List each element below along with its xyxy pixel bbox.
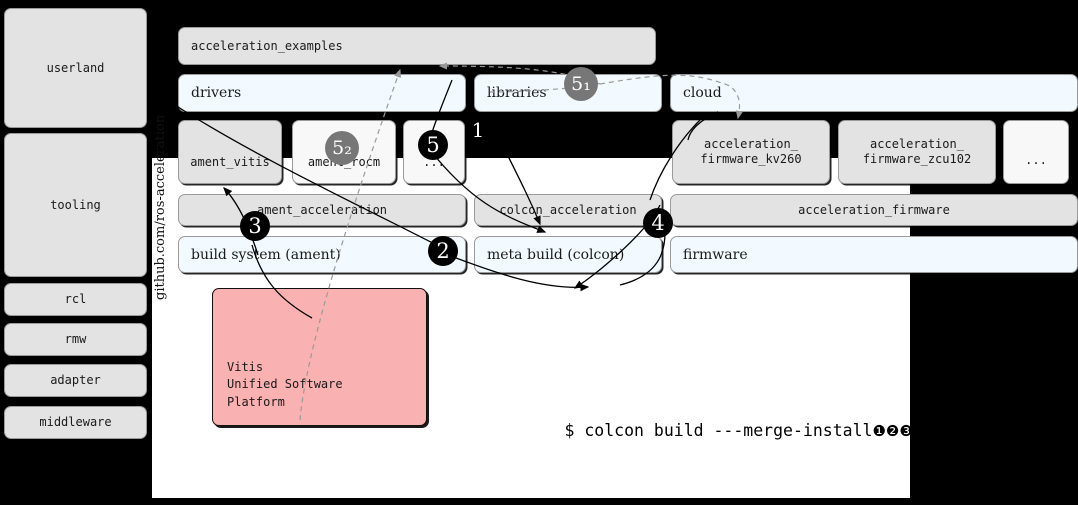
box-label: acceleration_ firmware_zcu102 — [862, 137, 972, 166]
marker-5-1: 5₁ — [564, 67, 598, 101]
box-colcon-acceleration[interactable]: colcon_acceleration — [474, 194, 662, 226]
box-acceleration-firmware[interactable]: acceleration_firmware — [670, 194, 1078, 226]
box-firmware-ellipsis[interactable]: ... — [1003, 120, 1069, 184]
watermark-url: github.com/ros-acceleration — [153, 114, 168, 300]
marker-label: 5₂ — [332, 136, 352, 159]
inline-markers-line1: ❶❷❸❹ — [872, 422, 910, 441]
box-label: colcon_acceleration — [499, 202, 637, 217]
box-build-system-ament[interactable]: build system (ament) — [178, 236, 466, 273]
box-label: firmware — [683, 246, 748, 263]
box-label: acceleration_firmware — [798, 202, 950, 217]
marker-label: 3 — [248, 213, 262, 238]
marker-5-2: 5₂ — [325, 131, 359, 165]
marker-label: 4 — [651, 210, 665, 235]
box-label: ... — [1025, 152, 1047, 167]
sidebar-item-adapter[interactable]: adapter — [4, 364, 147, 397]
box-acceleration-firmware-kv260[interactable]: acceleration_ firmware_kv260 — [672, 120, 830, 184]
box-label: Vitis Unified Software Platform — [227, 359, 343, 409]
sidebar-item-label: tooling — [50, 197, 101, 212]
box-vitis-platform[interactable]: Vitis Unified Software Platform — [212, 288, 427, 426]
marker-label: 5₁ — [571, 72, 591, 95]
terminal-line: $ colcon build ---merge-install❶❷❸❹ — [485, 391, 910, 440]
terminal-line-text: $ colcon build ---merge-install — [564, 421, 873, 441]
box-label: meta build (colcon) — [487, 246, 625, 263]
box-label: acceleration_examples — [191, 38, 343, 53]
sidebar-item-userland[interactable]: userland — [4, 8, 147, 128]
sidebar-item-label: rcl — [64, 292, 87, 306]
box-label: cloud — [683, 85, 722, 101]
box-label: ament_acceleration — [256, 202, 388, 217]
sidebar-item-label: middleware — [39, 415, 112, 429]
box-label: build system (ament) — [191, 246, 341, 263]
box-label: libraries — [487, 85, 547, 101]
box-meta-build-colcon[interactable]: meta build (colcon) — [474, 236, 662, 273]
marker-4: 4 — [643, 208, 673, 238]
box-drivers[interactable]: drivers — [178, 74, 466, 112]
terminal-line: $ source install/setup.bash — [485, 471, 910, 472]
box-ament-vitis[interactable]: ament_vitis — [178, 120, 282, 184]
box-ament-acceleration[interactable]: ament_acceleration — [178, 194, 466, 226]
sidebar-item-rcl[interactable]: rcl — [4, 283, 147, 316]
box-label: drivers — [191, 85, 242, 101]
marker-label: 1 — [471, 118, 485, 142]
marker-1: 1 — [466, 118, 490, 142]
marker-5: 5 — [418, 130, 448, 160]
sidebar-item-middleware[interactable]: middleware — [4, 406, 147, 439]
sidebar-item-rmw[interactable]: rmw — [4, 323, 147, 356]
sidebar-item-label: userland — [46, 60, 105, 75]
box-acceleration-firmware-zcu102[interactable]: acceleration_ firmware_zcu102 — [838, 120, 996, 184]
terminal-clip: $ colcon build ---merge-install❶❷❸❹ $ so… — [485, 332, 910, 472]
marker-2: 2 — [428, 236, 458, 266]
box-cloud[interactable]: cloud — [670, 74, 1078, 112]
marker-3: 3 — [240, 211, 270, 241]
marker-label: 2 — [436, 238, 450, 263]
sidebar-item-label: adapter — [50, 373, 101, 387]
terminal-block: $ colcon build ---merge-install❶❷❸❹ $ so… — [485, 338, 910, 472]
marker-label: 5 — [426, 132, 440, 157]
box-label: acceleration_ firmware_kv260 — [700, 137, 802, 166]
sidebar-item-tooling[interactable]: tooling — [4, 133, 147, 277]
box-acceleration-examples[interactable]: acceleration_examples — [178, 27, 656, 65]
sidebar-item-label: rmw — [64, 332, 87, 346]
box-firmware[interactable]: firmware — [670, 236, 1078, 273]
box-label: ament_vitis — [190, 154, 270, 169]
